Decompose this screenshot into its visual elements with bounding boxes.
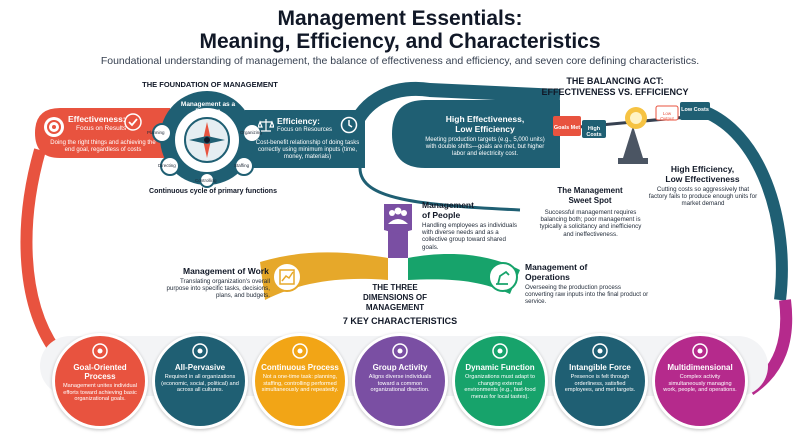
high-effectiveness-ribbon — [392, 100, 560, 168]
high-effectiveness-title-line2: Low Efficiency — [455, 124, 515, 134]
work-body: Translating organization's overall purpo… — [166, 278, 270, 300]
sweet-spot-title-line2: Sweet Spot — [568, 196, 612, 205]
high-efficiency-body: Cutting costs so aggressively that facto… — [648, 186, 758, 208]
characteristic-body: Management unites individual efforts tow… — [62, 383, 137, 403]
process-label: Management as a Process — [180, 101, 236, 115]
high-efficiency-title-line2: Low Effectiveness — [665, 174, 740, 184]
target-icon — [92, 343, 108, 359]
globe-icon — [192, 343, 208, 359]
spiral-icon — [592, 343, 608, 359]
polyhedron-icon — [692, 343, 708, 359]
function-staffing: Staffing — [234, 163, 250, 168]
sweet-spot-title-line1: The Management — [557, 186, 623, 195]
characteristic-body: Aligns diverse individuals toward a comm… — [368, 374, 432, 394]
high-effectiveness-title-line1: High Effectiveness, — [445, 114, 525, 124]
characteristic-body: Complex activity simultaneously managing… — [663, 374, 737, 394]
target-icon — [44, 117, 64, 137]
sweet-spot-body: Successful management requires balancing… — [539, 209, 642, 238]
chameleon-icon — [492, 343, 508, 359]
scale-icon — [258, 119, 274, 132]
efficiency-subtitle: Focus on Resources — [277, 127, 333, 133]
people-body: Handling employees as individuals with d… — [422, 222, 517, 251]
foundation-bottom-label: Continuous cycle of primary functions — [149, 188, 277, 195]
page-subtitle: Foundational understanding of management… — [100, 55, 700, 67]
characteristic-title: Goal-Oriented Process — [73, 363, 127, 381]
efficiency-body: Cost-benefit relationship of doing tasks… — [255, 140, 360, 160]
characteristic-title: Dynamic Function — [465, 363, 535, 372]
scale-high-costs: High Costs — [586, 126, 602, 138]
operations-title-line1: Management of — [525, 262, 588, 272]
characteristic-title: Intangible Force — [569, 363, 631, 372]
effectiveness-subtitle: Focus on Results — [76, 125, 127, 132]
effectiveness-title: Effectiveness: — [68, 114, 126, 124]
cycle-arrows-icon — [292, 343, 308, 359]
process-wheel — [152, 91, 262, 188]
balance-scale — [553, 102, 710, 164]
characteristic-title: Multidimensional — [667, 363, 733, 372]
operations-body: Overseeing the production process conver… — [525, 284, 649, 306]
characteristic-body: Not a one-time task: planning, staffing,… — [261, 374, 339, 394]
work-title: Management of Work — [183, 266, 269, 276]
efficiency-title: Efficiency: — [277, 116, 320, 126]
people-group-icon — [384, 204, 412, 234]
people-title-line2: of People — [422, 210, 461, 220]
group-arrows-icon — [392, 343, 408, 359]
clock-icon — [340, 116, 358, 134]
characteristic-title: Group Activity — [372, 363, 428, 372]
function-directing: Directing — [158, 163, 176, 168]
function-planning: Planning — [147, 130, 165, 135]
coral-left-arc — [20, 148, 60, 354]
teal-mid-curve — [358, 167, 521, 212]
page-title-line1: Management Essentials: — [277, 7, 523, 30]
characteristic-title: Continuous Process — [261, 363, 339, 372]
operations-title-line2: Operations — [525, 272, 570, 282]
dimensions-center-line3: MANAGEMENT — [365, 303, 425, 312]
characteristic-title: All-Pervasive — [174, 363, 226, 372]
foundation-arc-label: THE FOUNDATION OF MANAGEMENT — [142, 80, 278, 89]
characteristic-body: Organizations must adapt to changing ext… — [464, 374, 536, 400]
characteristic-body: Presence is felt through orderliness, sa… — [564, 374, 636, 394]
teal-top-arc — [343, 81, 561, 142]
effectiveness-body: Doing the right things and achieving the… — [50, 140, 156, 153]
balance-heading-line2: EFFECTIVENESS VS. EFFICIENCY — [541, 87, 689, 97]
scale-low-output: Low Output — [660, 111, 674, 121]
efficiency-ribbon — [245, 110, 365, 168]
page-title-line2: Meaning, Efficiency, and Characteristics — [199, 30, 601, 53]
people-title-line1: Management — [422, 200, 474, 210]
operations-robot-arm-icon — [488, 262, 518, 292]
characteristics-heading: 7 KEY CHARACTERISTICS — [342, 316, 458, 326]
dimensions-center-line2: DIMENSIONS OF — [362, 293, 427, 302]
high-efficiency-title-line1: High Efficiency, — [670, 164, 735, 174]
scale-low-costs: Low Costs — [681, 107, 709, 113]
balance-heading-line1: THE BALANCING ACT: — [566, 76, 664, 86]
function-controlling: Controlling — [195, 178, 217, 183]
characteristic-body: Required in all organizations (economic,… — [161, 374, 239, 394]
function-organizing: Organizing — [240, 130, 262, 135]
check-circle-icon — [124, 113, 142, 131]
dimensions-center-line1: THE THREE — [372, 283, 418, 292]
teal-right-arc — [697, 104, 788, 301]
high-effectiveness-body: Meeting production targets (e.g., 5,000 … — [425, 137, 545, 157]
work-chart-icon — [272, 262, 302, 292]
scale-goals-met: Goals Met — [553, 125, 581, 131]
